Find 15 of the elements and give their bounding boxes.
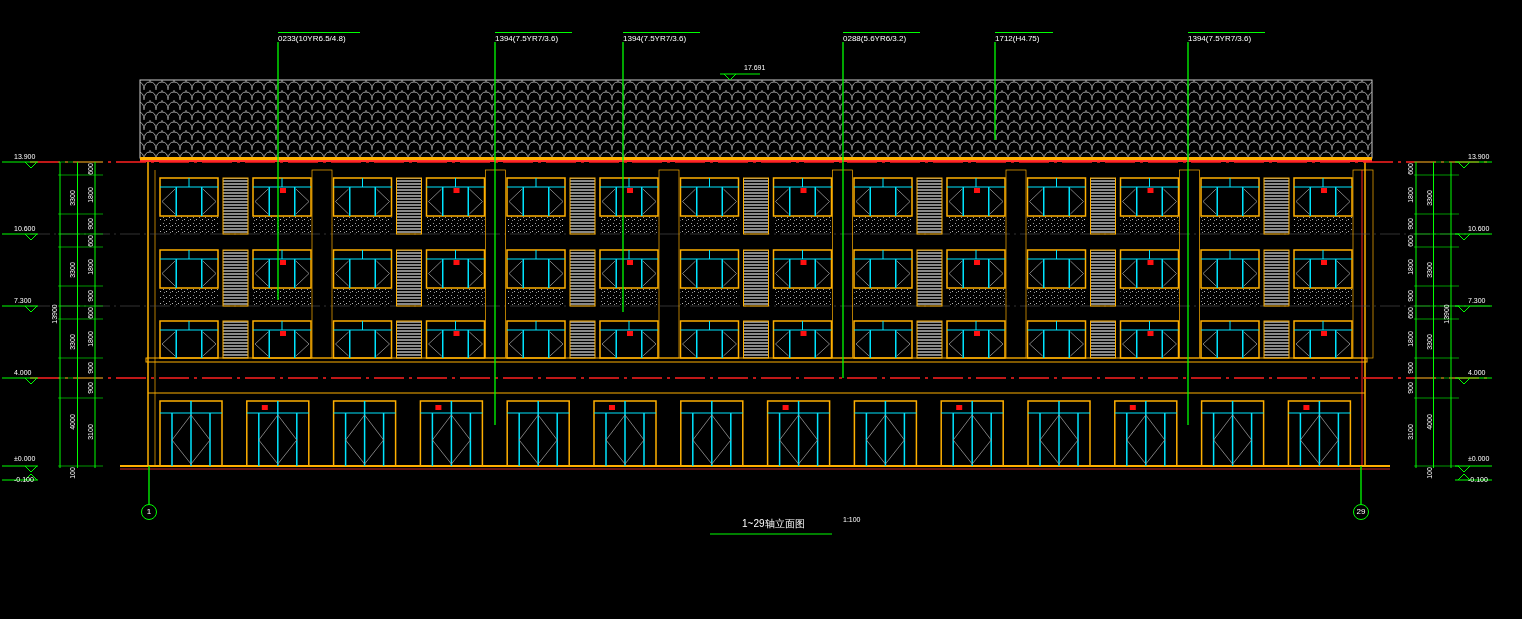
material-callout: 1394(7.5YR7/3.6): [1188, 32, 1266, 43]
leader-line: [148, 465, 150, 505]
material-callout: 1712(H4.75): [995, 32, 1054, 43]
leader-line: [622, 41, 624, 313]
leader-line: [994, 41, 996, 141]
leader-line: [1187, 41, 1189, 426]
material-callout: 1394(7.5YR7/3.6): [623, 32, 701, 43]
material-callout: 1394(7.5YR7/3.6): [495, 32, 573, 43]
leader-line: [1360, 465, 1362, 505]
material-callout: 0233(10YR6.5/4.8): [278, 32, 360, 43]
material-callout: 0288(5.6YR6/3.2): [843, 32, 921, 43]
leader-line: [277, 41, 279, 301]
leader-line: [494, 41, 496, 426]
drawing-title: 1~29轴立面图: [742, 518, 805, 530]
leader-line: [842, 41, 844, 379]
